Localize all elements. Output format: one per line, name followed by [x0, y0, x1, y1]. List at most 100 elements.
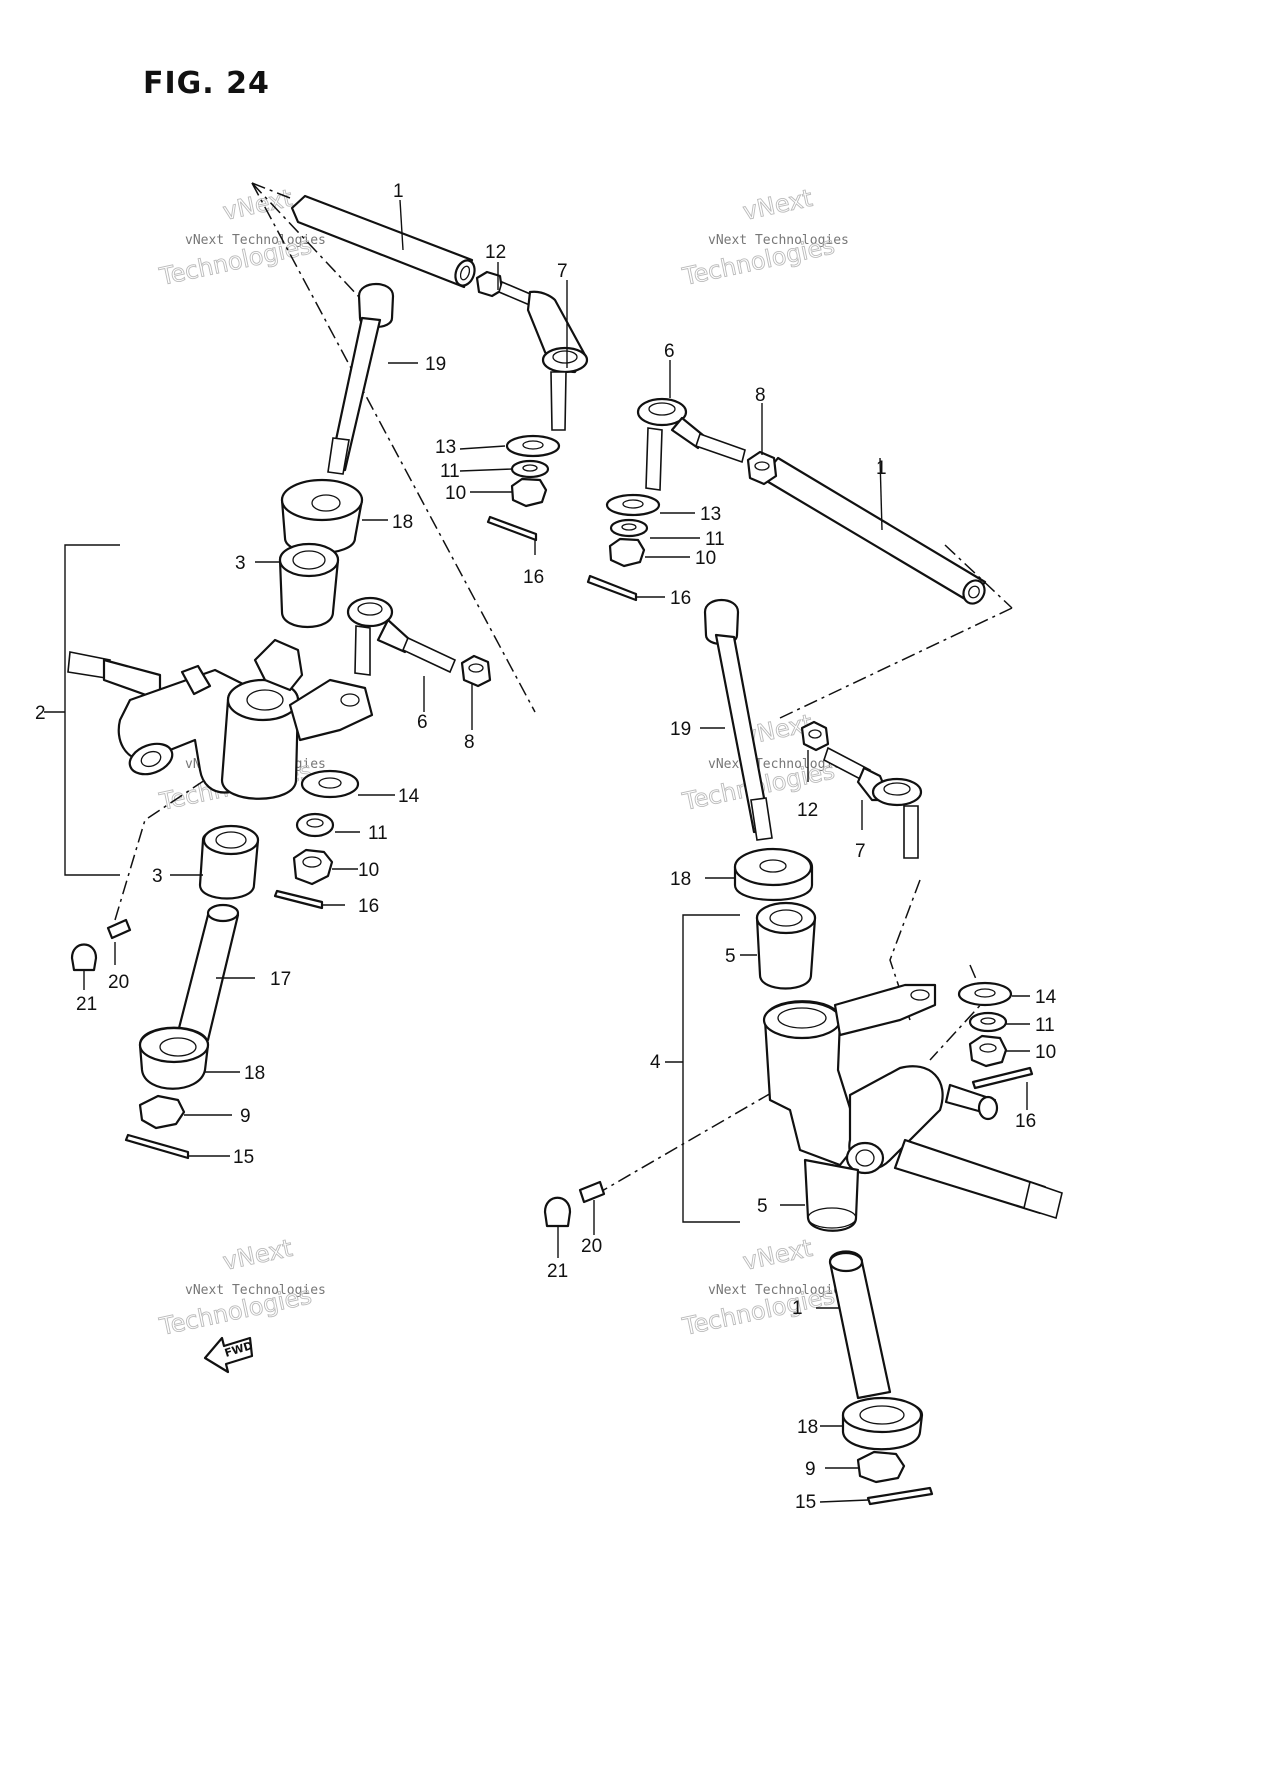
leader-lines	[44, 199, 1030, 1503]
callout-r18: 18	[670, 869, 691, 890]
spring-washer-11-right-upper	[609, 518, 649, 538]
callout-r16: 16	[670, 588, 691, 609]
callout-3: 3	[235, 553, 246, 574]
forward-arrow-icon: FWD	[203, 1336, 254, 1374]
callout-r16b: 16	[1015, 1111, 1036, 1132]
callout-13: 13	[435, 437, 456, 458]
callout-18: 18	[392, 512, 413, 533]
callout-r10b: 10	[1035, 1042, 1056, 1063]
callout-17: 17	[270, 969, 291, 990]
callout-r6: 6	[664, 341, 675, 362]
tie-rod-end-7-right	[823, 746, 923, 859]
cotter-pin-15-right	[866, 1486, 934, 1506]
knuckle-4-right	[762, 983, 1063, 1220]
callout-l6: 6	[417, 712, 428, 733]
nut-8-right	[746, 450, 778, 486]
callout-l8: 8	[464, 732, 475, 753]
callout-20: 20	[108, 972, 129, 993]
callout-labels: 1 12 7 19 13 11 10 16 18 3 2 6 8 14 11 1…	[35, 181, 1057, 1513]
cap-21-right	[543, 1196, 572, 1228]
tie-rod-right	[763, 456, 987, 605]
callout-21: 21	[76, 994, 97, 1015]
nut-10-right-lower	[968, 1034, 1008, 1068]
grease-nipple-20-left	[106, 918, 132, 940]
callout-r5b: 5	[757, 1196, 768, 1217]
callout-2: 2	[35, 703, 46, 724]
nut-9-right	[856, 1450, 906, 1484]
watermark-top-right: vNext vNext Technologies Technologies	[679, 183, 849, 291]
tie-rod-upper	[290, 194, 476, 289]
svg-text:vNext Technologies: vNext Technologies	[708, 1283, 849, 1298]
collar-5-right-lower	[803, 1158, 860, 1232]
svg-text:vNext Technologies: vNext Technologies	[185, 233, 326, 248]
knuckle-2-left	[67, 638, 374, 800]
nut-9-left	[138, 1094, 186, 1130]
callout-12: 12	[485, 242, 506, 263]
bushing-18-lower-left	[138, 1026, 210, 1090]
callout-r9: 9	[805, 1459, 816, 1480]
callout-1: 1	[393, 181, 404, 202]
callout-r11: 11	[705, 529, 725, 550]
spring-washer-11-upper	[510, 459, 550, 479]
collar-3-lower-left	[198, 824, 260, 900]
washer-14-right	[957, 981, 1013, 1007]
callout-l16: 16	[358, 896, 379, 917]
bushing-18-lower-right	[841, 1396, 924, 1451]
callout-r4: 4	[650, 1052, 661, 1073]
callout-r18b: 18	[797, 1417, 818, 1438]
spring-washer-11-right-lower	[968, 1011, 1008, 1033]
callout-r1: 1	[876, 458, 887, 479]
callout-r14: 14	[1035, 987, 1057, 1008]
callout-l18: 18	[244, 1063, 265, 1084]
callout-r15: 15	[795, 1492, 816, 1513]
svg-text:vNext: vNext	[740, 1234, 814, 1276]
bracket-2	[64, 544, 120, 876]
callout-7: 7	[557, 261, 568, 282]
svg-text:vNext Technologies: vNext Technologies	[185, 1283, 326, 1298]
callout-10: 10	[445, 483, 466, 504]
callout-15: 15	[233, 1147, 254, 1168]
callout-r12: 12	[797, 800, 818, 821]
figure-title: FIG. 24	[143, 66, 270, 101]
bushing-18-upper-left	[280, 478, 364, 554]
tie-rod-end-7-upper	[498, 280, 589, 431]
cotter-pin-16-right-upper	[586, 574, 638, 602]
cap-21-left	[70, 943, 98, 972]
cotter-pin-16-upper-left	[486, 515, 538, 542]
bracket-4	[682, 914, 740, 1223]
callout-r21: 21	[547, 1261, 568, 1282]
svg-text:vNext: vNext	[220, 184, 294, 226]
watermark-top-left: vNext vNext Technologies Technologies	[156, 183, 326, 291]
callout-16: 16	[523, 567, 544, 588]
callout-l3: 3	[152, 866, 163, 887]
callout-r19: 19	[670, 719, 691, 740]
svg-text:vNext: vNext	[220, 1234, 294, 1276]
washer-13-upper	[505, 434, 561, 458]
callout-r10: 10	[695, 548, 716, 569]
shaft-17	[176, 903, 240, 1042]
nut-10-left	[292, 848, 334, 886]
spring-washer-11-left	[295, 812, 335, 838]
callout-r11b: 11	[1035, 1015, 1055, 1036]
callout-9: 9	[240, 1106, 251, 1127]
lock-nut-12-right	[800, 720, 830, 752]
svg-text:vNext: vNext	[740, 184, 814, 226]
callout-r7: 7	[855, 841, 866, 862]
nut-10-right-upper	[608, 537, 646, 568]
nut-10-upper	[510, 477, 548, 508]
bushing-18-right-upper	[733, 847, 814, 901]
callout-r5: 5	[725, 946, 736, 967]
callout-r8: 8	[755, 385, 766, 406]
washer-14-left	[300, 769, 360, 799]
shaft-17-right	[828, 1250, 892, 1400]
nut-8-left	[460, 654, 492, 688]
cotter-pin-16-left-lower	[273, 889, 324, 910]
cotter-pin-16-right-lower	[971, 1066, 1034, 1090]
callout-l11: 11	[368, 823, 388, 844]
grease-nipple-20-right	[578, 1180, 606, 1204]
collar-3-upper-left	[278, 542, 340, 629]
callout-11: 11	[440, 461, 460, 482]
washer-13-right	[605, 493, 661, 517]
watermark-bottom-right: vNext vNext Technologies Technologies	[679, 1233, 849, 1341]
